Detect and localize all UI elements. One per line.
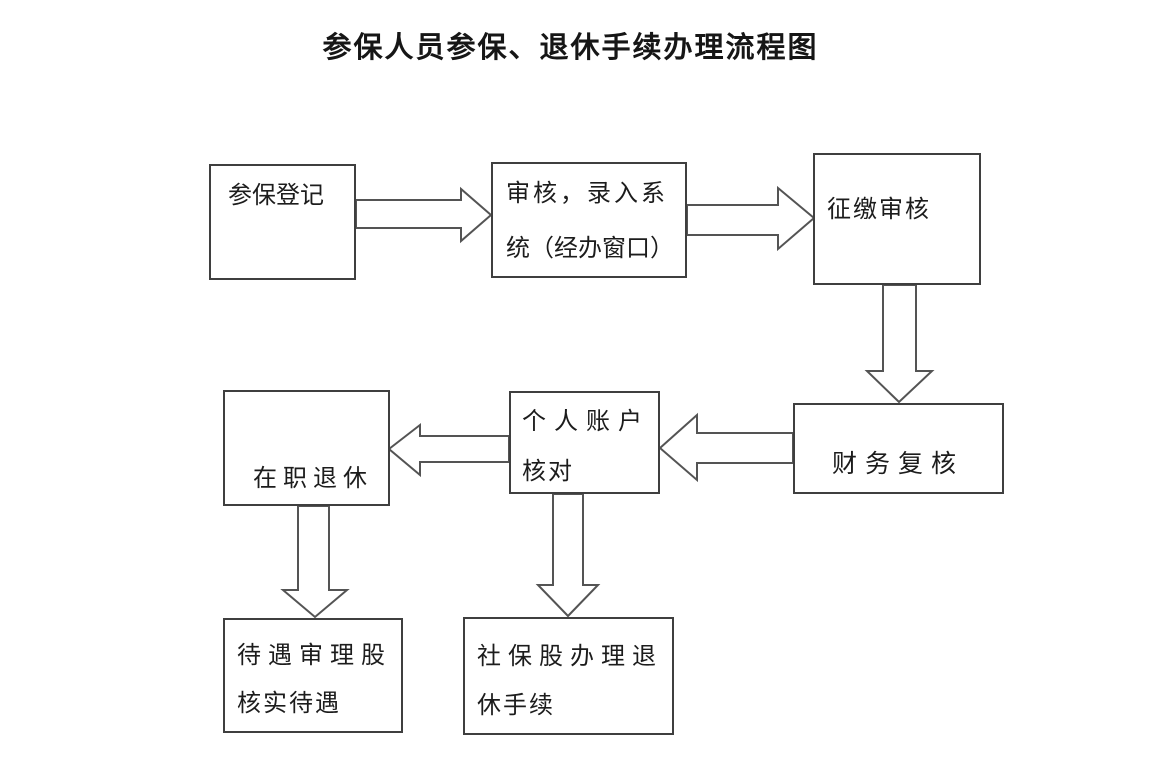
flow-node-caiwu-fuhe: 财务复核 bbox=[793, 403, 1004, 494]
node-label-line1: 社保股办理退 bbox=[477, 643, 663, 670]
node-label: 财务复核 bbox=[832, 450, 965, 478]
arrow-left-caiwu-to-geren-icon bbox=[658, 412, 794, 483]
arrow-down-zaizhi-to-daiyu-icon bbox=[280, 505, 350, 619]
node-label-line1: 待遇审理股 bbox=[237, 642, 392, 669]
flow-node-shebao-gu-banli: 社保股办理退 休手续 bbox=[463, 617, 674, 735]
node-label-line1: 审核，录入系 bbox=[506, 180, 668, 207]
node-label-line2: 核对 bbox=[522, 458, 574, 485]
flow-node-canbao-dengji: 参保登记 bbox=[209, 164, 356, 280]
arrow-down-geren-to-shebao-icon bbox=[535, 493, 601, 618]
diagram-title: 参保人员参保、退休手续办理流程图 bbox=[322, 32, 819, 64]
node-label-line2: 核实待遇 bbox=[237, 690, 341, 717]
node-label: 在职退休 bbox=[253, 465, 373, 492]
arrow-left-geren-to-zaizhi-icon bbox=[387, 422, 510, 478]
flow-node-geren-zhanghu-hedui: 个人账户 核对 bbox=[509, 391, 660, 494]
flow-node-zhengjiao-shenhe: 征缴审核 bbox=[813, 153, 981, 285]
arrow-right-shenhe-to-zhengjiao-icon bbox=[686, 185, 816, 252]
node-label-line2: 休手续 bbox=[477, 692, 555, 719]
flow-node-shenhe-luru-xitong: 审核，录入系 统（经办窗口） bbox=[491, 162, 687, 278]
flow-node-daiyu-shenli-gu: 待遇审理股 核实待遇 bbox=[223, 618, 403, 733]
node-label-line2: 统（经办窗口） bbox=[506, 235, 674, 262]
node-label: 征缴审核 bbox=[827, 196, 931, 223]
flow-node-zaizhi-tuixiu: 在职退休 bbox=[223, 390, 390, 506]
node-label: 参保登记 bbox=[228, 182, 324, 209]
arrow-right-canbao-to-shenhe-icon bbox=[355, 186, 493, 244]
arrow-down-zhengjiao-to-caiwu-icon bbox=[864, 284, 935, 404]
node-label-line1: 个人账户 bbox=[522, 408, 650, 435]
